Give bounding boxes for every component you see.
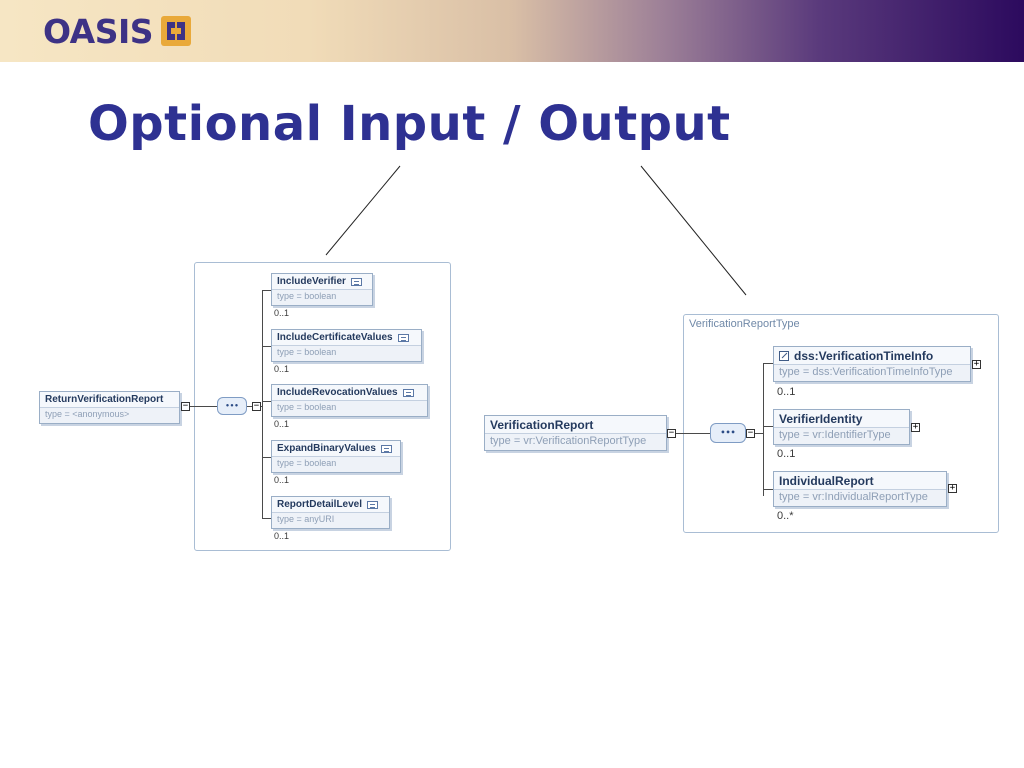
oasis-logo: OASIS — [43, 11, 192, 51]
collapse-toggle[interactable]: − — [181, 401, 190, 411]
expand-toggle[interactable]: + — [948, 483, 957, 493]
documentation-icon — [367, 500, 379, 509]
documentation-icon — [397, 333, 409, 342]
complex-type-label: VerificationReportType — [689, 318, 800, 330]
element-type: type = <anonymous> — [40, 408, 179, 423]
element-type: type = vr:IndividualReportType — [774, 490, 946, 506]
element-name: ReportDetailLevel — [277, 499, 363, 510]
sequence-trunk — [763, 363, 764, 496]
element-type: type = vr:VerificationReportType — [485, 434, 666, 450]
element-dss-verification-time-info[interactable]: dss:VerificationTimeInfo type = dss:Veri… — [773, 346, 971, 382]
logo-text: OASIS — [43, 11, 154, 51]
element-type: type = boolean — [272, 401, 427, 416]
element-name: VerificationReport — [485, 416, 666, 434]
reference-icon — [779, 350, 789, 361]
documentation-icon — [380, 444, 392, 453]
documentation-icon — [350, 277, 362, 286]
branch — [262, 518, 271, 519]
cardinality: 0..1 — [777, 448, 796, 460]
element-type: type = anyURI — [272, 513, 389, 528]
root-element-return-verification-report[interactable]: ReturnVerificationReport type = <anonymo… — [39, 391, 180, 424]
element-include-verifier[interactable]: IncludeVerifier type = boolean — [271, 273, 373, 306]
element-include-revocation-values[interactable]: IncludeRevocationValues type = boolean — [271, 384, 428, 417]
root-element-verification-report[interactable]: VerificationReport type = vr:Verificatio… — [484, 415, 667, 451]
branch — [262, 457, 271, 458]
element-type: type = boolean — [272, 290, 372, 305]
connector — [755, 433, 763, 434]
connector — [247, 406, 252, 407]
cardinality: 0..1 — [274, 531, 290, 541]
sequence-compositor[interactable]: ••• — [710, 423, 746, 443]
oasis-logo-mark-icon — [161, 16, 192, 46]
element-type: type = dss:VerificationTimeInfoType — [774, 365, 970, 381]
branch — [763, 489, 773, 490]
branch — [262, 346, 271, 347]
branch — [763, 426, 773, 427]
cardinality: 0..1 — [274, 419, 290, 429]
element-verifier-identity[interactable]: VerifierIdentity type = vr:IdentifierTyp… — [773, 409, 910, 445]
connector — [190, 406, 217, 407]
sequence-compositor[interactable]: ••• — [217, 397, 247, 415]
cardinality: 0..1 — [274, 364, 290, 374]
element-include-certificate-values[interactable]: IncludeCertificateValues type = boolean — [271, 329, 422, 362]
documentation-icon — [402, 388, 414, 397]
element-individual-report[interactable]: IndividualReport type = vr:IndividualRep… — [773, 471, 947, 507]
element-name: ExpandBinaryValues — [277, 443, 376, 454]
element-type: type = boolean — [272, 457, 400, 472]
element-report-detail-level[interactable]: ReportDetailLevel type = anyURI — [271, 496, 390, 529]
element-name: IndividualReport — [779, 473, 874, 488]
connector — [676, 433, 710, 434]
element-name: dss:VerificationTimeInfo — [794, 348, 934, 363]
collapse-toggle[interactable]: − — [252, 401, 261, 411]
collapse-toggle[interactable]: − — [746, 428, 755, 438]
element-name: IncludeVerifier — [277, 276, 346, 287]
element-name: ReturnVerificationReport — [40, 392, 179, 408]
element-expand-binary-values[interactable]: ExpandBinaryValues type = boolean — [271, 440, 401, 473]
slide-title: Optional Input / Output — [88, 96, 731, 152]
element-type: type = boolean — [272, 346, 421, 361]
expand-toggle[interactable]: + — [911, 422, 920, 432]
callout-line-right — [640, 165, 747, 296]
element-name: IncludeCertificateValues — [277, 332, 393, 343]
element-type: type = vr:IdentifierType — [774, 428, 909, 444]
sequence-trunk — [262, 290, 263, 519]
element-name: VerifierIdentity — [779, 411, 863, 426]
expand-toggle[interactable]: + — [972, 359, 981, 369]
element-name: IncludeRevocationValues — [277, 387, 398, 398]
cardinality: 0..1 — [777, 386, 796, 398]
branch — [763, 363, 773, 364]
branch — [262, 290, 271, 291]
branch — [262, 401, 271, 402]
callout-line-left — [325, 165, 401, 256]
cardinality: 0..1 — [274, 308, 290, 318]
cardinality: 0..1 — [274, 475, 290, 485]
cardinality: 0..* — [777, 510, 794, 522]
collapse-toggle[interactable]: − — [667, 428, 676, 438]
